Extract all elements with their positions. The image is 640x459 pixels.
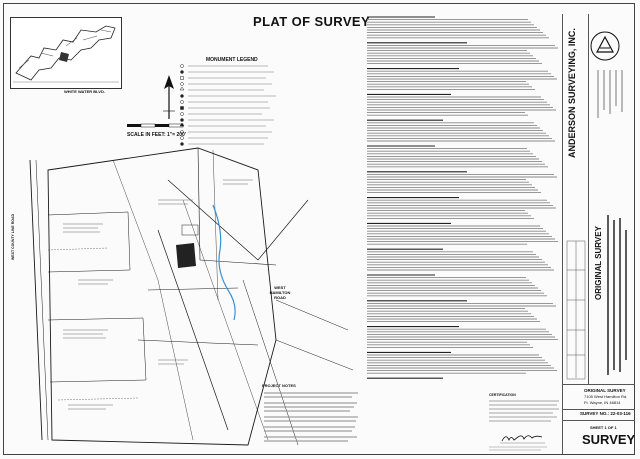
surveyor-signature — [500, 435, 545, 444]
location-map-drawing — [13, 25, 119, 83]
sheet-border — [3, 3, 635, 455]
west-hamilton-label: WEST HAMILTON ROAD — [269, 285, 291, 300]
project-notes-text — [264, 392, 358, 442]
scale-label: SCALE IN FEET: 1"= 200' — [127, 132, 186, 138]
title-inner-rule — [588, 14, 589, 384]
title-block-project: ORIGINAL SURVEY — [584, 388, 626, 393]
legend-title: MONUMENT LEGEND — [206, 57, 258, 63]
sheet-rule — [562, 420, 635, 421]
company-logo-icon — [590, 31, 620, 61]
survey-number: SURVEY NO.: 22-03-116 — [580, 411, 631, 416]
revision-block — [566, 240, 586, 380]
title-column-rule — [562, 14, 563, 454]
monument-legend — [179, 64, 276, 146]
certification-text — [489, 400, 559, 422]
plat-title: PLAT OF SURVEY — [253, 14, 371, 29]
company-name: ANDERSON SURVEYING, INC. — [567, 28, 577, 158]
project-description-vertical — [607, 215, 627, 375]
building-footprint — [176, 243, 196, 268]
north-arrow-icon — [163, 75, 175, 119]
sheet-number: SHEET 1 OF 1 — [590, 425, 617, 430]
company-contact-text — [597, 70, 623, 118]
title-block-address2: Ft. Wayne, IN 46814 — [584, 400, 621, 405]
scale-bar — [127, 123, 184, 128]
plat-drawing — [29, 147, 354, 446]
survey-heading: SURVEY — [582, 432, 636, 447]
title-block-rule — [562, 384, 635, 385]
location-map — [10, 17, 122, 89]
west-county-line-label: WEST COUNTY LINE ROAD — [11, 213, 15, 260]
survey-notes-text — [367, 16, 558, 379]
location-map-label: WHITE WATER BLVD. — [64, 89, 105, 94]
title-block-address1: 7105 West Hamilton Rd. — [584, 394, 628, 399]
survey-no-rule — [562, 409, 635, 410]
flood-line — [212, 204, 236, 321]
certification-title: CERTIFICATION — [489, 393, 516, 397]
project-notes-title: PROJECT NOTES — [262, 383, 296, 388]
signature-caption — [489, 446, 547, 451]
